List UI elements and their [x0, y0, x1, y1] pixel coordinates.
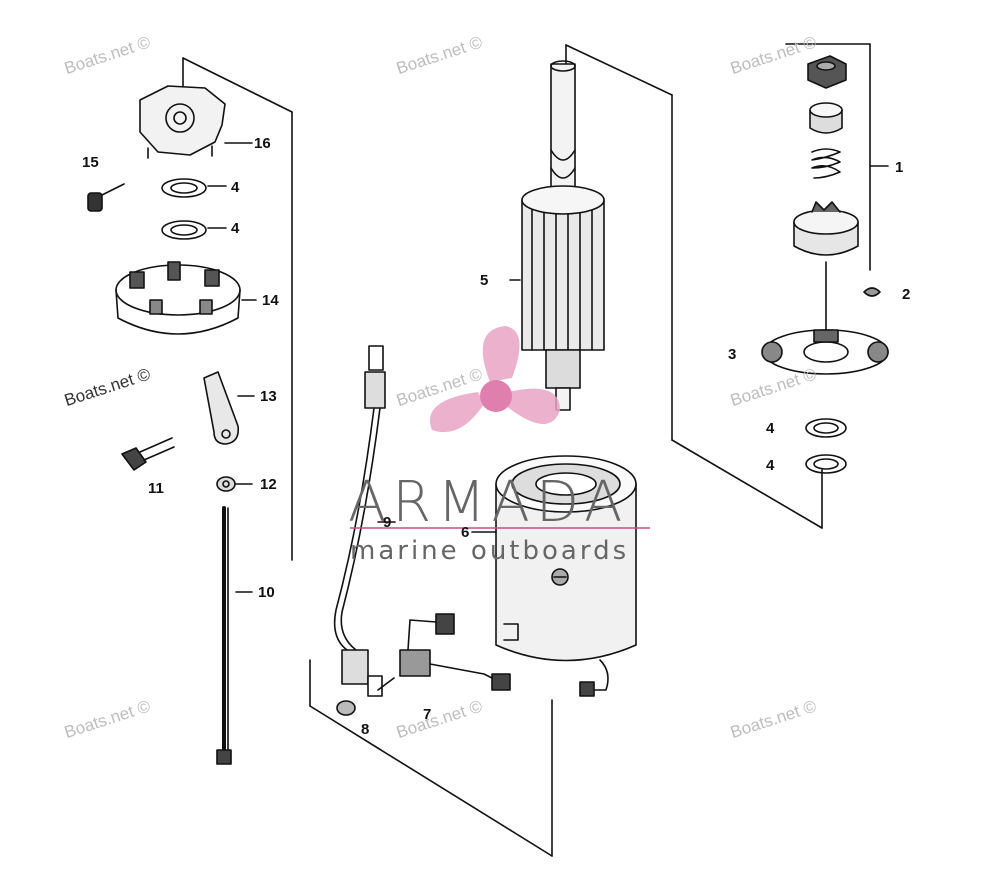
callout-16: 16 [254, 135, 271, 152]
callout-8: 8 [361, 721, 370, 738]
callout-2: 2 [902, 286, 911, 303]
nut-part-8 [336, 700, 356, 716]
screw-part-15 [87, 183, 125, 212]
callout-7: 7 [423, 706, 432, 723]
washer-part-4 [805, 418, 847, 438]
retainer-clip-part-2 [863, 287, 881, 297]
boundary-line [182, 57, 293, 113]
terminal-strap-part-13 [203, 371, 255, 445]
callout-15: 15 [82, 154, 99, 171]
brand-name: ARMADA [348, 470, 629, 535]
nut-part-12 [216, 476, 253, 492]
end-plate-part-16 [139, 85, 253, 159]
armature-part-5 [509, 60, 605, 411]
washer-part-4 [161, 220, 207, 240]
brush-holder-part-14 [115, 261, 257, 335]
washer-part-4 [161, 178, 207, 198]
callout-12: 12 [260, 476, 277, 493]
bolt-part-11 [121, 437, 175, 471]
washer-part-4 [805, 454, 847, 474]
through-bolt-part-10 [216, 506, 253, 765]
boundary-line [565, 44, 673, 96]
callout-4: 4 [766, 457, 775, 474]
head-cap-part-3 [761, 329, 889, 375]
callout-1: 1 [895, 159, 904, 176]
callout-5: 5 [480, 272, 489, 289]
callout-4: 4 [231, 179, 240, 196]
callout-3: 3 [728, 346, 737, 363]
callout-13: 13 [260, 388, 277, 405]
callout-4: 4 [766, 420, 775, 437]
drive-assembly-part-1 [793, 55, 889, 331]
lead-wire-part-9 [333, 345, 396, 697]
callout-11: 11 [148, 480, 164, 497]
callout-4: 4 [231, 220, 240, 237]
callout-6: 6 [461, 524, 470, 541]
callout-10: 10 [258, 584, 275, 601]
armada-propeller-logo [429, 326, 560, 433]
brand-tagline: marine outboards [350, 536, 630, 566]
callout-9: 9 [383, 514, 392, 531]
callout-14: 14 [262, 292, 279, 309]
brush-set-part-7 [377, 613, 511, 691]
